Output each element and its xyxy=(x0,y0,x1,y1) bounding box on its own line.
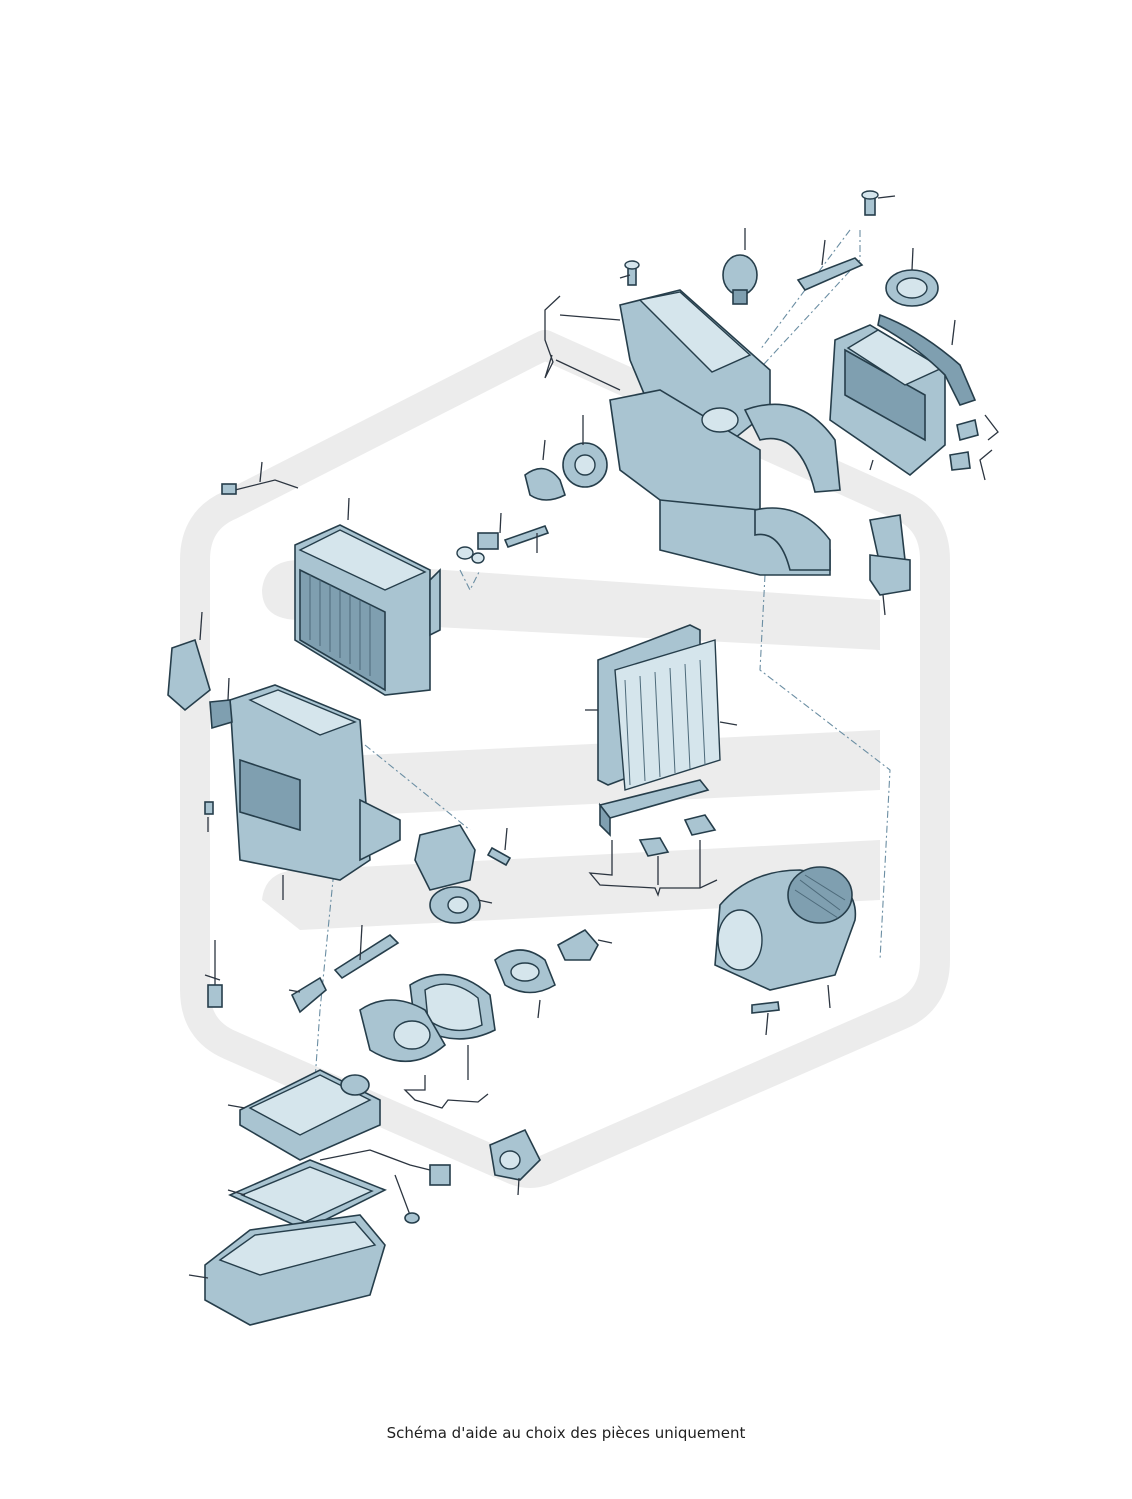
diagram-caption: Schéma d'aide au choix des pièces unique… xyxy=(386,1424,746,1442)
blower-motor xyxy=(714,866,857,991)
screw-center xyxy=(486,846,512,867)
clip-small-left xyxy=(204,801,214,815)
link-rod xyxy=(333,933,400,980)
expansion-valve xyxy=(456,532,499,564)
lower-housing-tray xyxy=(204,1214,386,1326)
bolt-top xyxy=(861,190,879,216)
aux-heater-element xyxy=(228,1149,451,1231)
duct-flange xyxy=(359,999,447,1063)
clip-right-1 xyxy=(956,418,979,442)
servo-motor-right xyxy=(869,514,911,596)
lever-arm xyxy=(290,976,327,1014)
seal-strip xyxy=(877,313,977,406)
heater-core xyxy=(239,1069,381,1161)
bolt-center xyxy=(503,524,550,549)
flange-ring-2 xyxy=(562,442,608,488)
screw-small-top xyxy=(624,260,640,286)
bracket-bar xyxy=(796,257,864,291)
evaporator-core xyxy=(294,524,441,696)
heater-box-housing xyxy=(229,684,401,881)
flap-actuator-motor xyxy=(414,824,481,924)
upper-air-distribution-housing xyxy=(609,289,841,576)
seal-grommet-top xyxy=(885,269,939,307)
hose-connector xyxy=(556,928,599,961)
flange-ring-1 xyxy=(524,467,566,501)
sensor-rod-left xyxy=(207,940,223,1008)
brand-watermark-bars xyxy=(262,560,880,930)
filter-cover-strip xyxy=(598,779,717,857)
servo-small-left xyxy=(209,699,233,730)
clip-right-2 xyxy=(949,451,971,471)
bracket-left xyxy=(167,638,211,712)
leader-lines xyxy=(188,195,999,1279)
blower-screw xyxy=(751,1001,780,1014)
actuator-knob xyxy=(722,254,758,305)
duct-seal-small xyxy=(494,949,556,994)
servo-motor-lower xyxy=(489,1128,541,1181)
temperature-sensor xyxy=(221,479,299,495)
cabin-filter xyxy=(597,624,721,791)
recirculation-flap-housing xyxy=(829,324,946,477)
